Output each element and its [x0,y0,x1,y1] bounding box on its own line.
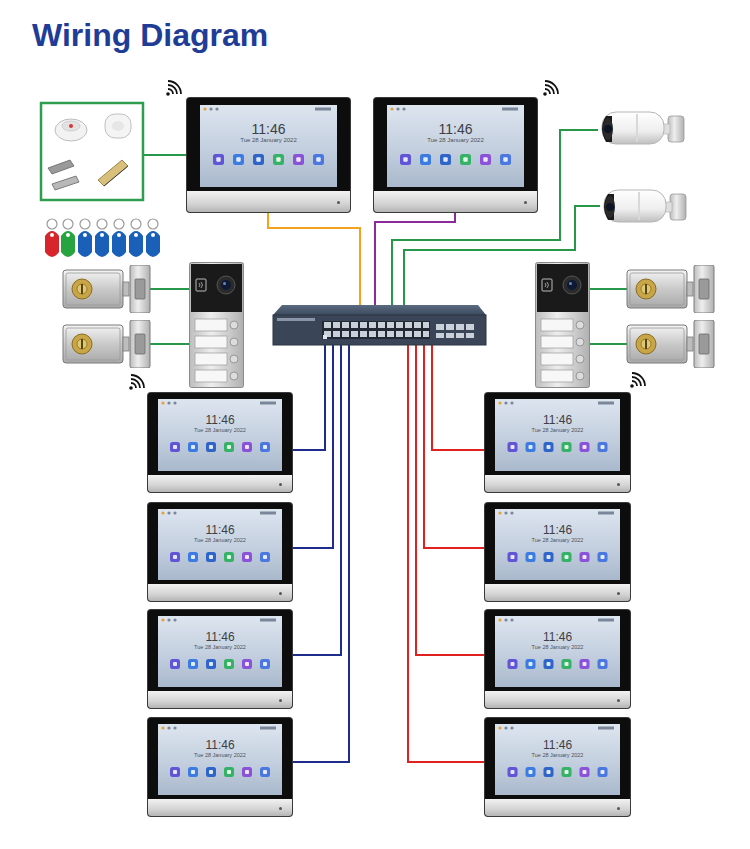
monitor-bezel-strip [485,799,630,816]
clock-time: 11:46 [158,523,282,537]
clock-time: 11:46 [158,413,282,427]
clock-time: 11:46 [387,121,524,137]
indoor-monitor: 11:46Tue 28 January 2022 [485,393,630,492]
clock-date: Tue 28 January 2022 [387,137,524,143]
clock-date: Tue 28 January 2022 [158,752,282,758]
clock-time: 11:46 [158,738,282,752]
indoor-monitor: 11:46Tue 28 January 2022 [148,503,292,601]
status-led [524,201,527,204]
clock-time: 11:46 [495,738,620,752]
alarm-sensors [41,103,143,200]
app-icons [158,509,282,580]
status-led [617,807,620,810]
monitor-screen: 11:46Tue 28 January 2022 [495,616,620,687]
ethernet-wires [268,130,600,762]
clock-time: 11:46 [495,630,620,644]
clock-date: Tue 28 January 2022 [495,427,620,433]
monitor-screen: 11:46Tue 28 January 2022 [200,105,337,187]
clock-time: 11:46 [495,523,620,537]
clock-date: Tue 28 January 2022 [495,644,620,650]
monitor-screen: 11:46Tue 28 January 2022 [158,724,282,795]
status-led [617,592,620,595]
clock-date: Tue 28 January 2022 [158,644,282,650]
monitor-bezel-strip [485,691,630,708]
wifi-icons [129,81,645,390]
app-icons [158,616,282,687]
monitor-bezel-strip [148,799,292,816]
monitor-screen: 11:46Tue 28 January 2022 [158,509,282,580]
app-icons [495,509,620,580]
monitor-bezel-strip [148,691,292,708]
clock-date: Tue 28 January 2022 [158,537,282,543]
status-led [279,807,282,810]
monitor-screen: 11:46Tue 28 January 2022 [495,399,620,471]
indoor-monitor: 11:46Tue 28 January 2022 [148,718,292,816]
indoor-monitor: 11:46Tue 28 January 2022 [485,718,630,816]
app-icons [495,616,620,687]
app-icons [158,399,282,471]
diagram-title: Wiring Diagram [32,17,268,54]
clock-date: Tue 28 January 2022 [495,537,620,543]
app-icons [387,105,524,187]
indoor-monitor: 11:46Tue 28 January 2022 [187,98,350,212]
app-icons [158,724,282,795]
status-led [337,201,340,204]
rfid-keyfobs [45,219,160,257]
monitor-bezel-strip [187,191,350,212]
monitor-screen: 11:46Tue 28 January 2022 [495,724,620,795]
status-led [279,592,282,595]
electric-locks [63,265,714,368]
indoor-monitor: 11:46Tue 28 January 2022 [148,393,292,492]
clock-time: 11:46 [200,121,337,137]
indoor-monitor: 11:46Tue 28 January 2022 [148,610,292,708]
ip-cameras [602,112,686,222]
door-stations [190,263,590,388]
indoor-monitor: 11:46Tue 28 January 2022 [485,610,630,708]
app-icons [495,399,620,471]
app-icons [200,105,337,187]
monitor-screen: 11:46Tue 28 January 2022 [158,616,282,687]
poe-switch [273,305,486,345]
status-led [617,483,620,486]
clock-time: 11:46 [158,630,282,644]
monitor-screen: 11:46Tue 28 January 2022 [158,399,282,471]
clock-date: Tue 28 January 2022 [495,752,620,758]
indoor-monitor: 11:46Tue 28 January 2022 [374,98,537,212]
monitor-bezel-strip [148,584,292,601]
clock-date: Tue 28 January 2022 [200,137,337,143]
monitor-bezel-strip [485,584,630,601]
monitor-bezel-strip [148,475,292,492]
status-led [279,699,282,702]
monitor-screen: 11:46Tue 28 January 2022 [387,105,524,187]
indoor-monitor: 11:46Tue 28 January 2022 [485,503,630,601]
status-led [617,699,620,702]
status-led [279,483,282,486]
clock-date: Tue 28 January 2022 [158,427,282,433]
app-icons [495,724,620,795]
monitor-bezel-strip [485,475,630,492]
monitor-bezel-strip [374,191,537,212]
clock-time: 11:46 [495,413,620,427]
monitor-screen: 11:46Tue 28 January 2022 [495,509,620,580]
